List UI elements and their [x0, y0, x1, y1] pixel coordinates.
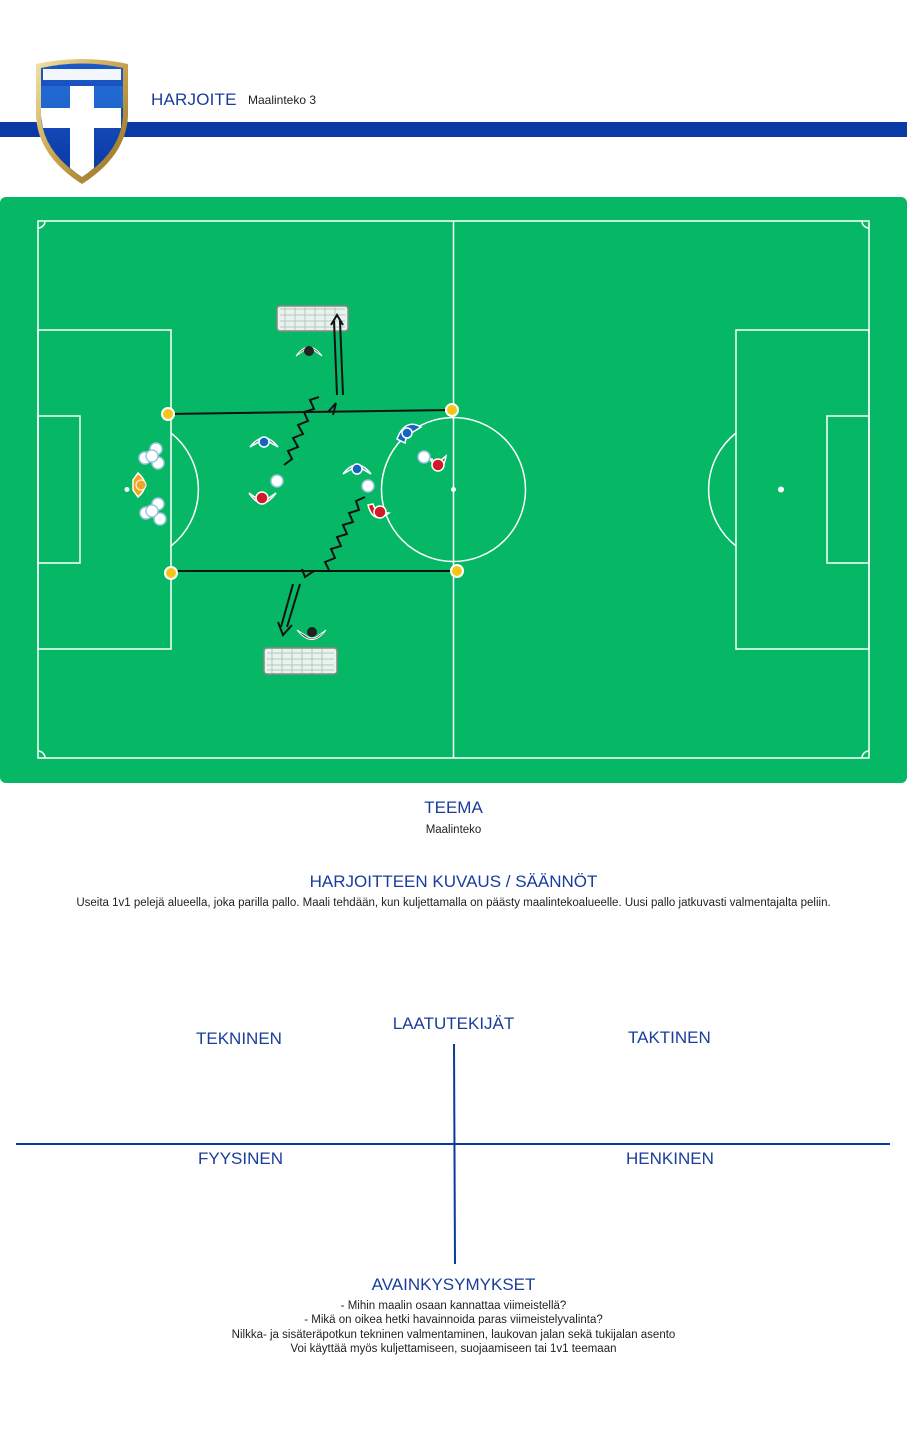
red-players	[248, 454, 448, 519]
pitch-diagram	[0, 197, 907, 783]
key-question-4: Voi käyttää myös kuljettamiseen, suojaam…	[290, 1343, 617, 1355]
key-question-1: - Mihin maalin osaan kannattaa viimeiste…	[340, 1300, 567, 1312]
federation-logo	[30, 56, 134, 186]
quadrant-lines	[0, 1040, 907, 1270]
technical-label: TEKNINEN	[196, 1029, 282, 1048]
description-text: Useita 1v1 pelejä alueella, joka parilla…	[76, 897, 831, 909]
theme-value: Maalinteko	[425, 824, 482, 836]
key-questions-title: AVAINKYSYMYKSET	[371, 1275, 536, 1294]
section-label: HARJOITE	[151, 90, 237, 109]
balls	[270, 450, 431, 493]
physical-label: FYYSINEN	[198, 1149, 284, 1168]
header-stripe	[0, 122, 907, 137]
quality-factors-title: LAATUTEKIJÄT	[392, 1014, 515, 1033]
run-arrows	[277, 313, 344, 637]
pitch-markings	[37, 220, 870, 759]
dribble-arrows	[283, 396, 366, 579]
cones	[161, 403, 464, 580]
pitch-spots	[124, 486, 784, 493]
coach-top	[295, 346, 323, 357]
mental-label: HENKINEN	[626, 1149, 714, 1168]
tactical-label: TAKTINEN	[628, 1028, 711, 1047]
ball-stack-bottom	[139, 497, 167, 526]
ball-stack-top	[138, 442, 165, 470]
blue-players	[249, 423, 423, 475]
exercise-name: Maalinteko 3	[248, 93, 317, 107]
goalkeeper	[132, 471, 147, 499]
goal-bottom	[263, 647, 338, 675]
theme-title: TEEMA	[424, 798, 483, 817]
key-question-2: - Mikä on oikea hetki havainnoida paras …	[304, 1314, 603, 1326]
description-title: HARJOITTEEN KUVAUS / SÄÄNNÖT	[309, 872, 598, 891]
key-question-3: Nilkka- ja sisäteräpotkun tekninen valme…	[231, 1329, 676, 1341]
coach-bottom	[296, 627, 327, 640]
goal-top	[276, 305, 349, 332]
